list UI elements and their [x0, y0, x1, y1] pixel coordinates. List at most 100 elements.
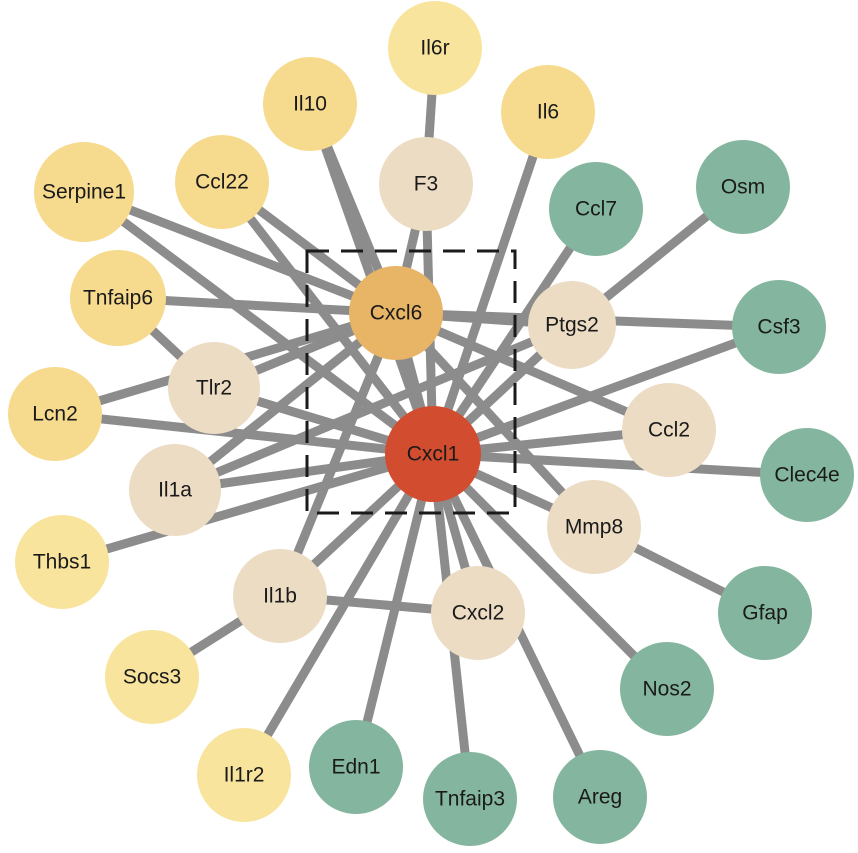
node-circle: [15, 515, 109, 609]
node-circle: [349, 266, 443, 360]
node-ccl2[interactable]: Ccl2: [622, 383, 716, 477]
node-label: Ccl2: [648, 419, 690, 442]
node-circle: [423, 752, 517, 846]
node-mmp8[interactable]: Mmp8: [547, 480, 641, 574]
node-label: Il1a: [158, 479, 192, 502]
node-label: Socs3: [123, 666, 181, 689]
edge-cxcl6-ccl2: [394, 308, 671, 435]
edge-cxcl1-edn1: [351, 452, 438, 769]
node-label: Tnfaip6: [83, 287, 153, 310]
node-il6r[interactable]: Il6r: [388, 1, 482, 95]
edge-cxcl6-il1b: [275, 311, 401, 598]
node-circle: [501, 65, 595, 159]
node-circle: [263, 57, 357, 151]
edge-cxcl1-il6: [428, 110, 553, 456]
node-il10[interactable]: Il10: [263, 57, 357, 151]
node-circle: [549, 162, 643, 256]
node-circle: [431, 566, 525, 660]
node-label: Il10: [293, 93, 327, 116]
node-edn1[interactable]: Edn1: [309, 720, 403, 814]
node-ccl7[interactable]: Ccl7: [549, 162, 643, 256]
node-il1r2[interactable]: Il1r2: [197, 728, 291, 822]
node-osm[interactable]: Osm: [696, 140, 790, 234]
node-ptgs2[interactable]: Ptgs2: [528, 281, 616, 369]
edge-cxcl1-ccl22: [218, 179, 437, 457]
edge-cxcl1-il1r2: [240, 451, 437, 778]
node-label: Il1b: [263, 585, 297, 608]
node-label: Gfap: [742, 602, 788, 625]
edge-cxcl6-il1a: [172, 309, 399, 494]
node-circle: [8, 367, 102, 461]
edge-cxcl6-mmp8: [392, 309, 598, 531]
node-nos2[interactable]: Nos2: [620, 642, 714, 736]
node-circle: [547, 480, 641, 574]
edge-cxcl6-serpine1: [82, 187, 398, 318]
node-label: Il1r2: [224, 764, 265, 787]
node-label: Cxcl2: [452, 602, 505, 625]
node-gfap[interactable]: Gfap: [718, 566, 812, 660]
node-label: Areg: [578, 786, 622, 809]
node-areg[interactable]: Areg: [553, 750, 647, 844]
node-label: Il6: [537, 101, 559, 124]
node-circle: [379, 137, 473, 231]
node-circle: [175, 135, 269, 229]
node-ccl22[interactable]: Ccl22: [175, 135, 269, 229]
node-cxcl1[interactable]: Cxcl1: [385, 406, 481, 502]
node-il1a[interactable]: Il1a: [129, 444, 221, 536]
node-tnfaip3[interactable]: Tnfaip3: [423, 752, 517, 846]
node-circle: [732, 280, 826, 374]
node-label: Ptgs2: [545, 314, 599, 337]
node-circle: [553, 750, 647, 844]
node-clec4e[interactable]: Clec4e: [760, 428, 854, 522]
node-label: Serpine1: [42, 181, 126, 204]
node-csf3[interactable]: Csf3: [732, 280, 826, 374]
node-circle: [70, 250, 166, 346]
node-circle: [197, 728, 291, 822]
node-label: F3: [414, 173, 439, 196]
node-circle: [620, 642, 714, 736]
node-label: Csf3: [757, 316, 800, 339]
node-circle: [105, 630, 199, 724]
node-circle: [528, 281, 616, 369]
node-f3[interactable]: F3: [379, 137, 473, 231]
edge-cxcl1-nos2: [429, 450, 671, 693]
node-il6[interactable]: Il6: [501, 65, 595, 159]
node-label: Cxcl1: [407, 443, 460, 466]
node-tlr2[interactable]: Tlr2: [168, 342, 260, 434]
node-circle: [129, 444, 221, 536]
edge-cxcl1-thbs1: [60, 449, 435, 567]
node-label: Clec4e: [774, 464, 839, 487]
node-label: Ccl7: [575, 198, 617, 221]
node-circle: [388, 1, 482, 95]
node-label: Tlr2: [196, 377, 232, 400]
node-circle: [233, 549, 327, 643]
node-lcn2[interactable]: Lcn2: [8, 367, 102, 461]
node-il1b[interactable]: Il1b: [233, 549, 327, 643]
node-label: Lcn2: [32, 403, 78, 426]
node-cxcl6[interactable]: Cxcl6: [349, 266, 443, 360]
node-label: Thbs1: [33, 551, 91, 574]
node-circle: [760, 428, 854, 522]
node-label: Edn1: [331, 756, 380, 779]
node-tnfaip6[interactable]: Tnfaip6: [70, 250, 166, 346]
node-circle: [622, 383, 716, 477]
node-circle: [696, 140, 790, 234]
node-serpine1[interactable]: Serpine1: [34, 142, 134, 242]
node-label: Il6r: [420, 37, 449, 60]
node-circle: [309, 720, 403, 814]
node-circle: [718, 566, 812, 660]
node-label: Mmp8: [565, 516, 623, 539]
edge-cxcl1-clec4e: [432, 449, 808, 480]
focus-box: [305, 249, 517, 515]
node-circle: [168, 342, 260, 434]
node-socs3[interactable]: Socs3: [105, 630, 199, 724]
node-label: Tnfaip3: [435, 788, 505, 811]
node-cxcl2[interactable]: Cxcl2: [431, 566, 525, 660]
node-thbs1[interactable]: Thbs1: [15, 515, 109, 609]
node-label: Ccl22: [195, 171, 249, 194]
node-label: Cxcl6: [370, 302, 423, 325]
node-label: Osm: [721, 176, 765, 199]
node-circle: [385, 406, 481, 502]
